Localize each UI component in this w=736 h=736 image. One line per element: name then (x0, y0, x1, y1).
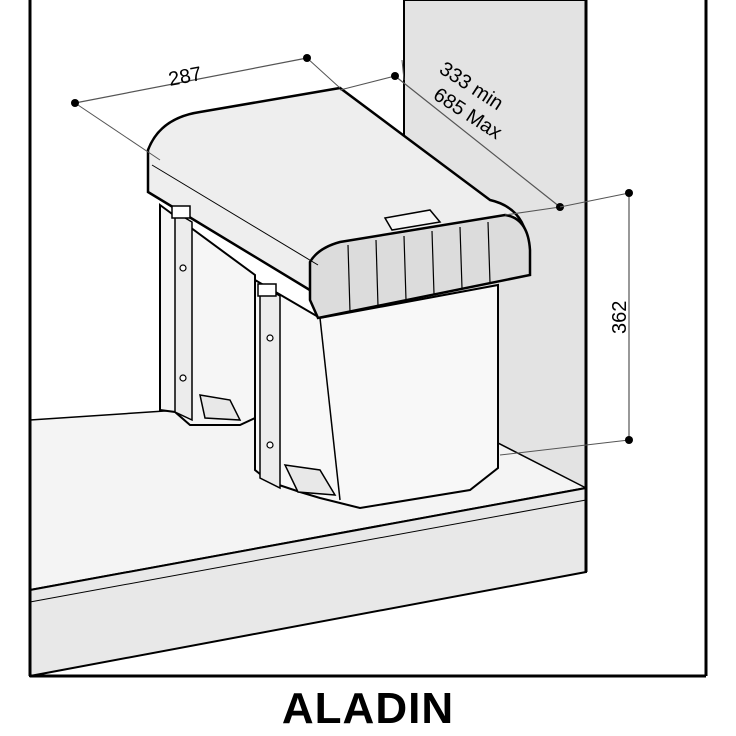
front-bin-handle (283, 464, 337, 496)
depth-extension-front (504, 206, 561, 216)
depth-extension-back (339, 75, 396, 91)
product-name-title: ALADIN (281, 684, 455, 733)
height-dimension-dot-bottom (625, 436, 633, 444)
width-dimension-label: 287 (167, 63, 204, 91)
depth-dimension-dot-back (391, 72, 399, 80)
lid-clip-front (257, 283, 277, 297)
lid-clip-rear (171, 205, 191, 219)
rear-rail-screw-bottom (179, 374, 187, 382)
height-dimension-dot-top (625, 189, 633, 197)
width-dimension-dot-right (303, 54, 311, 62)
front-rail-inner-line (29, 499, 587, 603)
rear-bin-handle (199, 394, 242, 421)
bin-lid-handle-notch (383, 209, 442, 231)
height-dimension: 362 (499, 189, 633, 456)
bin-assembly (146, 86, 532, 510)
bin-lid-front-face (308, 213, 532, 320)
cabinet-right-diagonal (586, 572, 600, 676)
front-slide-rail (259, 283, 281, 490)
depth-extension-top (401, 59, 405, 81)
rear-slide-rail (174, 210, 193, 422)
rear-rail-screw-top (179, 264, 187, 272)
front-rail-screw-bottom (266, 441, 274, 449)
width-dimension-line (74, 57, 308, 104)
height-extension-bottom (499, 439, 630, 456)
width-dimension-dot-left (71, 99, 79, 107)
bin-lid-ribs (347, 221, 491, 313)
width-extension-left (74, 102, 161, 161)
width-extension-right (306, 57, 341, 89)
front-rail-screw-top (266, 334, 274, 342)
height-extension-top (559, 192, 630, 208)
cabinet-right-wall (586, 500, 706, 676)
front-bin-side-edge (319, 317, 341, 501)
depth-dimension-line (394, 75, 561, 208)
height-dimension-label: 362 (609, 301, 631, 334)
lid-top-inner-line (151, 164, 319, 266)
